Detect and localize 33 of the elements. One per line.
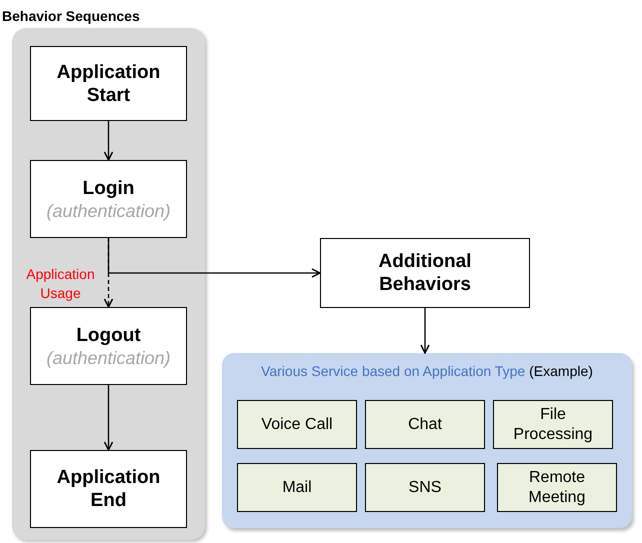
process-box — [30, 450, 187, 528]
service-box — [237, 400, 357, 449]
step-title: Application End — [56, 466, 162, 512]
services-panel — [222, 353, 632, 528]
arrow — [104, 121, 114, 161]
process-box — [30, 46, 187, 121]
edge-label: Application Usage — [25, 265, 96, 303]
service-label: SNS — [408, 478, 442, 498]
step-title: Application Start — [56, 60, 162, 106]
service-box — [493, 400, 613, 449]
step-note: (authentication) — [46, 346, 171, 368]
panel-heading: (Example) — [529, 362, 593, 381]
service-label: Voice Call — [261, 414, 333, 434]
service-box — [365, 463, 485, 512]
step-title: Login — [82, 176, 134, 200]
service-box — [497, 463, 617, 512]
process-box — [320, 238, 530, 308]
arrow — [420, 308, 430, 354]
arrow — [104, 385, 114, 451]
service-label: Remote Meeting — [528, 468, 586, 508]
process-box — [30, 160, 187, 238]
step-title: Logout — [76, 324, 141, 346]
service-label: Mail — [282, 478, 312, 498]
arrow — [108, 238, 321, 278]
service-box — [365, 400, 485, 449]
step-title: Additional Behaviors — [378, 250, 472, 296]
service-label: File Processing — [512, 404, 594, 444]
step-note: (authentication) — [46, 200, 171, 222]
service-label: Chat — [408, 414, 442, 434]
group-heading: Behavior Sequences — [2, 7, 140, 26]
process-box — [30, 307, 187, 385]
panel-heading: Various Service based on Application Type — [261, 362, 526, 381]
service-box — [237, 463, 357, 512]
